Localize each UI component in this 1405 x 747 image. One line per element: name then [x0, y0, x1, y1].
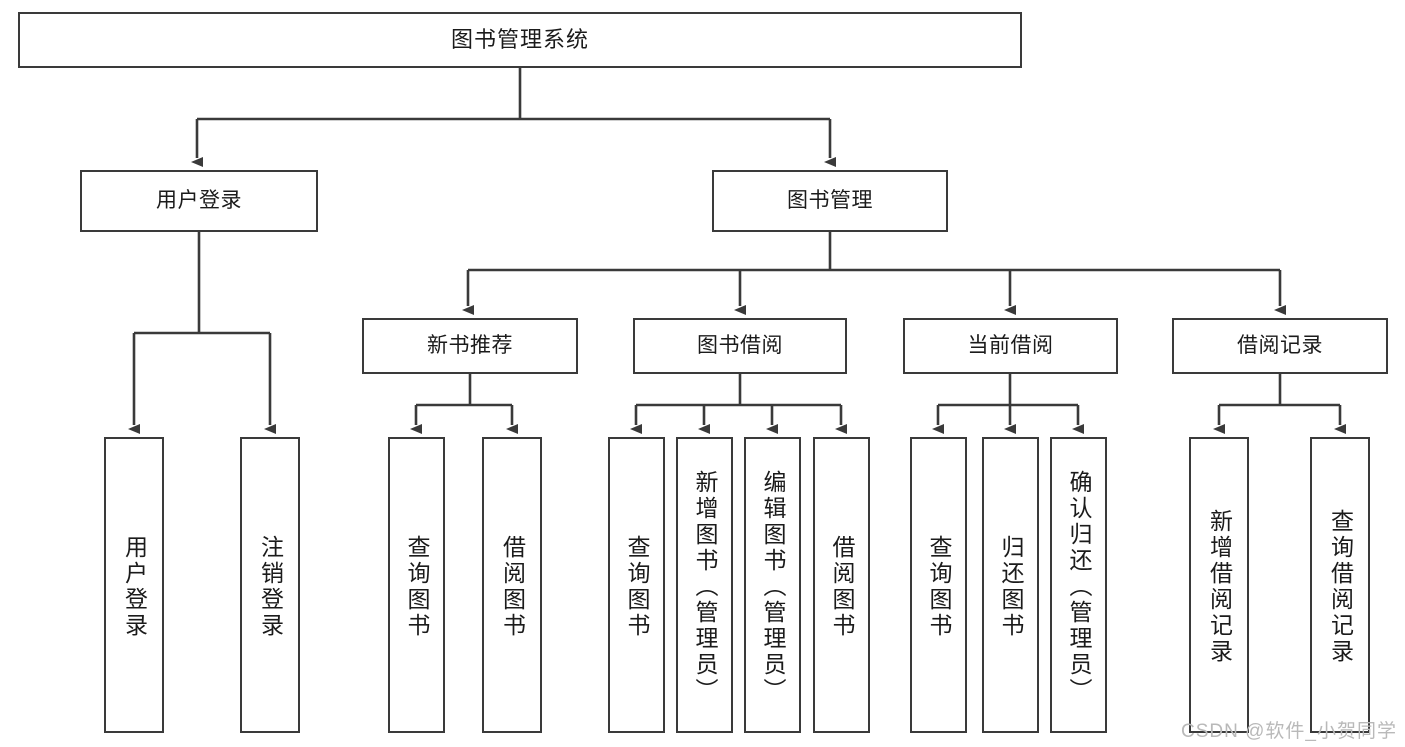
- node-leaf-query-book-2[interactable]: 查询图书: [608, 437, 665, 733]
- node-root-system[interactable]: 图书管理系统: [18, 12, 1022, 68]
- node-leaf-query-book-3[interactable]: 查询图书: [910, 437, 967, 733]
- node-label: 用户登录: [121, 535, 148, 639]
- node-label: 归还图书: [998, 535, 1024, 639]
- node-label: 图书管理: [787, 188, 873, 212]
- node-book-manage[interactable]: 图书管理: [712, 170, 948, 232]
- node-leaf-add-book[interactable]: 新增图书（管理员）: [676, 437, 733, 733]
- node-leaf-query-record[interactable]: 查询借阅记录: [1310, 437, 1370, 733]
- node-label: 用户登录: [156, 188, 242, 212]
- node-leaf-return-book[interactable]: 归还图书: [982, 437, 1039, 733]
- node-leaf-logout[interactable]: 注销登录: [240, 437, 300, 733]
- node-label: 图书借阅: [697, 333, 783, 357]
- node-label: 当前借阅: [967, 333, 1054, 357]
- node-label: 图书管理系统: [450, 27, 589, 53]
- node-label: 编辑图书（管理员）: [760, 470, 786, 704]
- watermark: CSDN @软件_小贺同学: [1181, 721, 1397, 742]
- node-label: 借阅图书: [499, 535, 526, 639]
- node-label: 注销登录: [257, 535, 284, 639]
- node-leaf-borrow-book-2[interactable]: 借阅图书: [813, 437, 870, 733]
- node-label: 查询图书: [624, 535, 650, 639]
- node-book-borrow[interactable]: 图书借阅: [633, 318, 847, 374]
- node-label: 查询借阅记录: [1327, 509, 1354, 665]
- node-borrow-record[interactable]: 借阅记录: [1172, 318, 1388, 374]
- node-leaf-confirm-return[interactable]: 确认归还（管理员）: [1050, 437, 1107, 733]
- node-label: 新增借阅记录: [1206, 509, 1233, 665]
- node-label: 确认归还（管理员）: [1066, 470, 1092, 704]
- node-leaf-edit-book[interactable]: 编辑图书（管理员）: [744, 437, 801, 733]
- node-label: 查询图书: [926, 535, 952, 639]
- node-leaf-borrow-book-1[interactable]: 借阅图书: [482, 437, 542, 733]
- node-label: 借阅记录: [1237, 333, 1323, 357]
- node-label: 借阅图书: [829, 535, 855, 639]
- node-new-book-recommend[interactable]: 新书推荐: [362, 318, 578, 374]
- node-current-borrow[interactable]: 当前借阅: [903, 318, 1118, 374]
- node-leaf-query-book-1[interactable]: 查询图书: [388, 437, 445, 733]
- node-label: 查询图书: [404, 535, 430, 639]
- node-leaf-add-record[interactable]: 新增借阅记录: [1189, 437, 1249, 733]
- node-label: 新增图书（管理员）: [692, 470, 718, 704]
- node-label: 新书推荐: [427, 333, 513, 357]
- node-leaf-user-login[interactable]: 用户登录: [104, 437, 164, 733]
- node-user-login[interactable]: 用户登录: [80, 170, 318, 232]
